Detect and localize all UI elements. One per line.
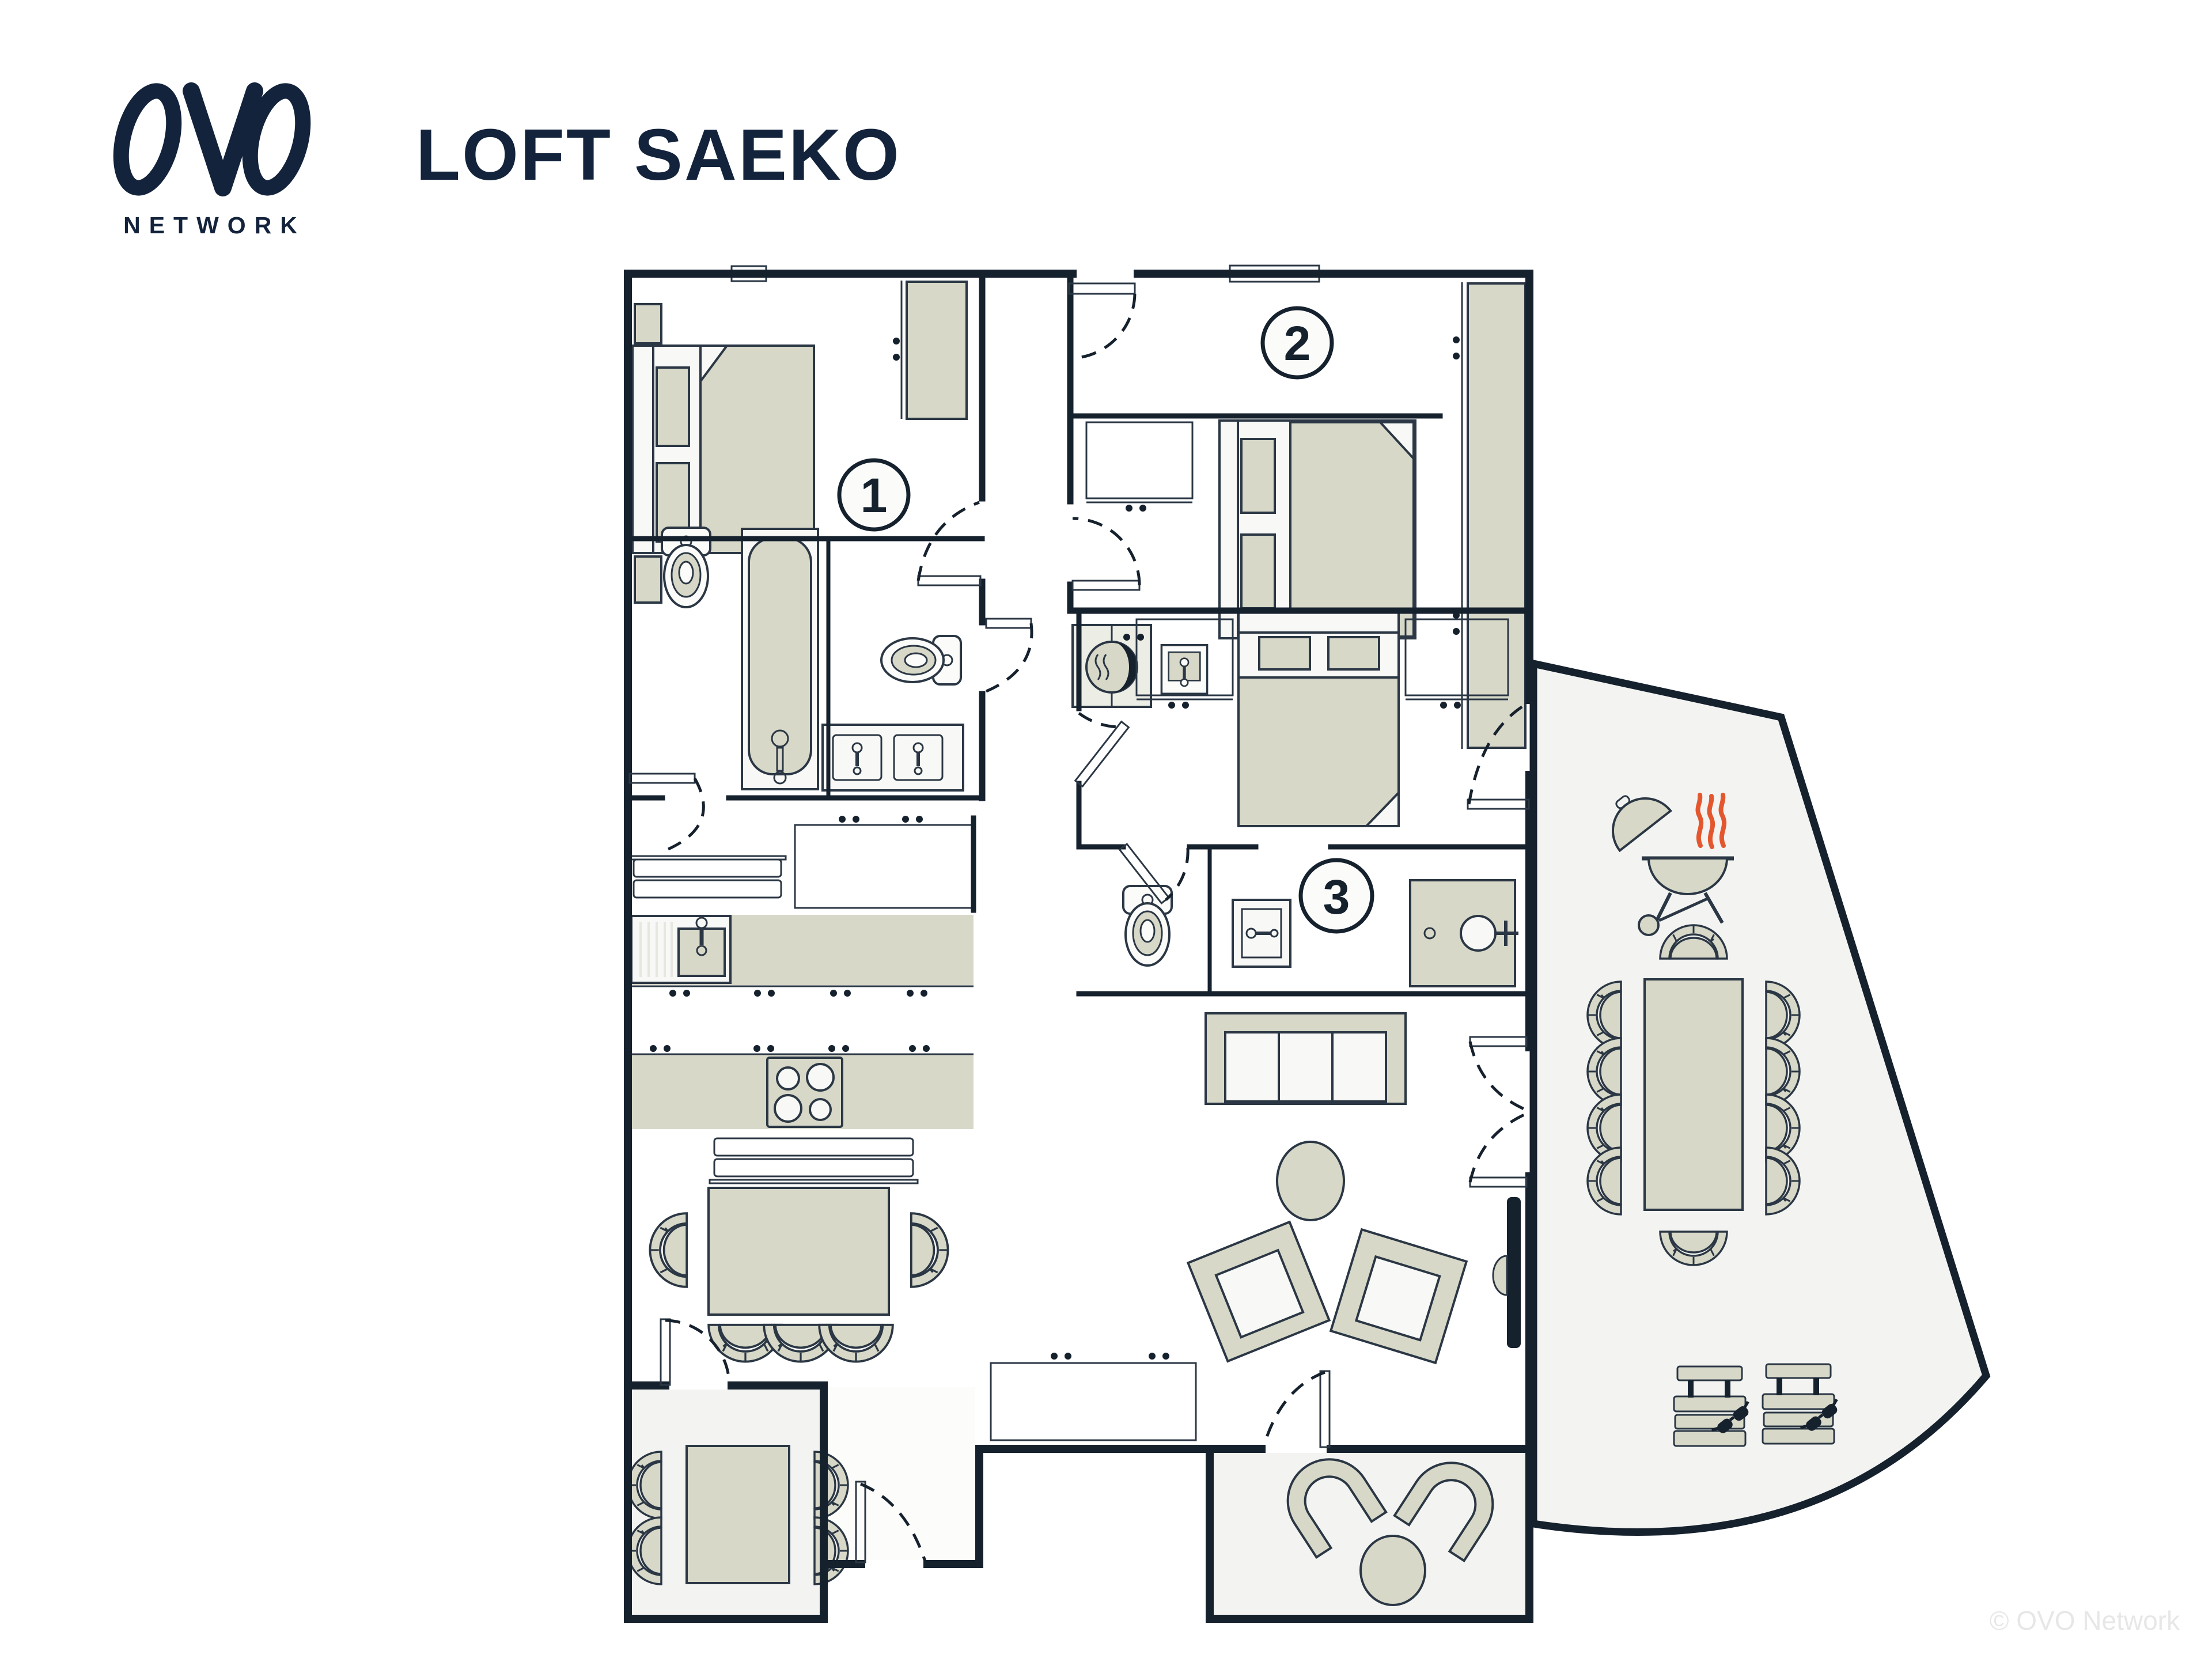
bedroom-3: 3 xyxy=(1122,611,1518,987)
toilet-icon xyxy=(1122,885,1173,967)
coffee-table xyxy=(1276,1141,1345,1221)
logo-network-label: NETWORK xyxy=(123,212,306,238)
headboard xyxy=(1237,611,1400,634)
wall-cabinet xyxy=(794,816,975,909)
door-leaf xyxy=(1469,1036,1528,1047)
bathroom xyxy=(661,527,964,792)
door-leaf xyxy=(1467,798,1530,810)
hob-icon xyxy=(766,1057,843,1128)
bench xyxy=(628,855,787,899)
nightstand xyxy=(634,555,662,604)
terrace-dining-table xyxy=(1586,924,1801,1266)
kitchen-counter xyxy=(630,915,974,997)
pillow xyxy=(1258,636,1311,671)
ovo-network-logo: NETWORK xyxy=(109,79,311,239)
bathtub-icon xyxy=(741,528,819,790)
bench xyxy=(709,1137,919,1184)
duvet xyxy=(1289,421,1415,638)
pillow xyxy=(1327,636,1380,671)
room-number-circle xyxy=(837,458,911,532)
wardrobe xyxy=(1404,618,1509,709)
wardrobe xyxy=(893,281,968,420)
copyright: © OVO Network xyxy=(1989,1606,2180,1636)
door-leaf xyxy=(1469,1176,1528,1188)
doors xyxy=(628,282,1530,1563)
flame xyxy=(1707,794,1715,849)
headboard xyxy=(1218,419,1239,639)
door-leaf xyxy=(660,1318,671,1386)
bedroom-1: 1 xyxy=(631,281,968,604)
bbq-icon xyxy=(1612,793,1734,936)
duvet-fold xyxy=(699,344,729,385)
round-table xyxy=(1359,1535,1426,1606)
double-vanity xyxy=(821,724,964,792)
double-bed xyxy=(631,344,815,554)
door-leaf xyxy=(1071,580,1141,591)
pillow xyxy=(1240,438,1276,514)
outdoor-table xyxy=(685,1445,790,1584)
duvet xyxy=(699,344,815,554)
sun-lounger xyxy=(1673,1365,1755,1447)
door-leaf xyxy=(917,575,982,586)
ensuite-sink xyxy=(1232,899,1291,968)
sun-lounger xyxy=(1762,1363,1843,1445)
nightstand xyxy=(634,303,662,344)
bedroom-2-label: 2 xyxy=(1284,316,1311,370)
terrace xyxy=(1586,793,1843,1447)
dining-chair xyxy=(910,1212,949,1288)
double-bed xyxy=(1237,611,1400,827)
door-leaf xyxy=(1068,282,1136,295)
bedroom-2: 2 xyxy=(730,264,1527,749)
sink-icon xyxy=(1161,645,1207,694)
room-number-circle xyxy=(1298,858,1374,934)
headboard xyxy=(631,344,654,554)
door-leaf xyxy=(1118,842,1171,905)
bedroom-3-label: 3 xyxy=(1323,870,1350,924)
pillow xyxy=(656,366,690,447)
living-area xyxy=(990,1012,1521,1441)
terrace-floor xyxy=(1529,658,1991,1536)
wardrobe xyxy=(1135,618,1234,709)
dining-table xyxy=(649,1187,949,1363)
door-leaf xyxy=(1074,720,1130,788)
duvet xyxy=(1237,676,1400,827)
sideboard xyxy=(990,1353,1197,1441)
dining-chair xyxy=(818,1323,894,1363)
door-leaf xyxy=(1319,1370,1331,1448)
page-title: LOFT SAEKO xyxy=(416,114,901,195)
door-leaf xyxy=(985,618,1032,629)
balcony-right xyxy=(1271,1442,1510,1606)
ovo-logo-icon xyxy=(113,82,311,196)
vestibule-floor xyxy=(828,1387,975,1560)
kitchen-island xyxy=(631,1045,974,1129)
flame xyxy=(1718,793,1727,848)
armchair xyxy=(1187,1221,1331,1362)
dining-chair xyxy=(649,1212,688,1288)
pillow xyxy=(1240,533,1276,609)
double-bed xyxy=(1218,419,1416,639)
kitchen xyxy=(628,816,975,1363)
dresser xyxy=(1085,421,1194,512)
bedroom-1-label: 1 xyxy=(861,468,888,523)
door-leaf xyxy=(628,773,696,784)
duvet-fold xyxy=(1363,790,1400,827)
shower-icon xyxy=(1409,879,1518,987)
armchair xyxy=(1330,1228,1468,1364)
toilet-icon xyxy=(880,635,962,686)
sofa xyxy=(1205,1012,1407,1105)
walls xyxy=(624,270,1533,1623)
room-number-circle xyxy=(1260,306,1334,380)
tv-icon xyxy=(1492,1197,1521,1348)
door-leaf xyxy=(855,1481,866,1563)
balcony-left xyxy=(627,1445,849,1585)
flame xyxy=(1695,793,1704,848)
wardrobe xyxy=(1453,282,1527,749)
kitchen-sink-icon xyxy=(630,915,732,984)
duvet-fold xyxy=(1377,421,1415,462)
